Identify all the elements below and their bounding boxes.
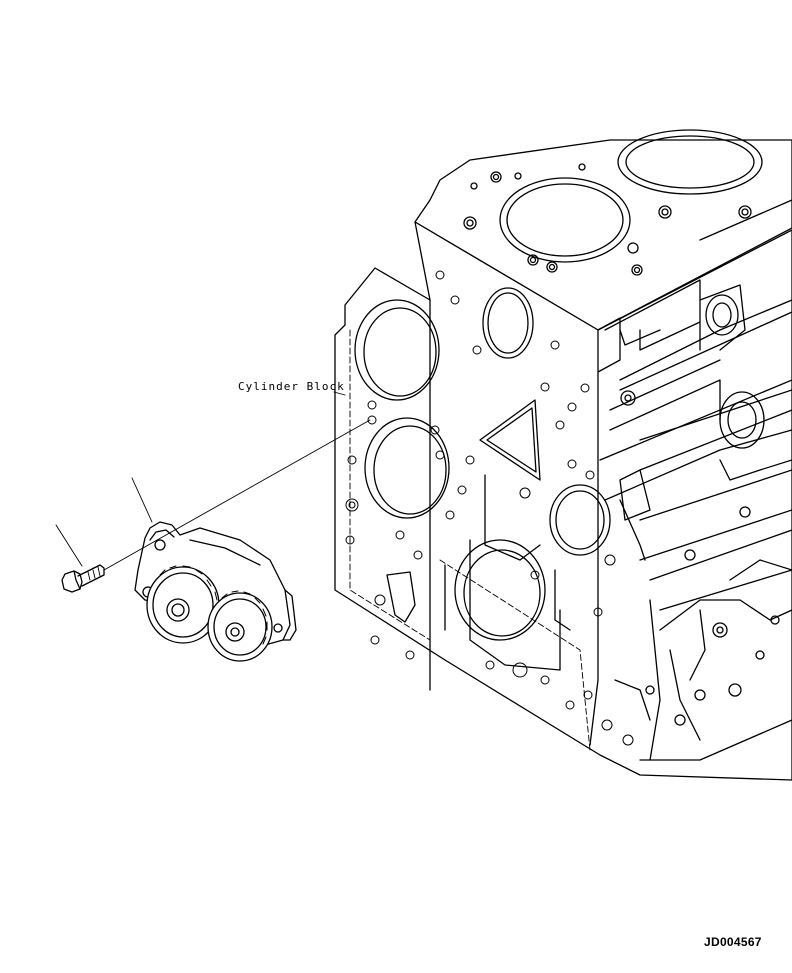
leader-lines [56,392,370,570]
crankshaft-bore [455,540,545,640]
figure-code: JD004567 [704,935,762,949]
cylinder-block-label: Cylinder Block [238,380,345,393]
driven-gear [208,591,272,661]
drive-gear [147,566,219,643]
camshaft-bore-upper [355,300,439,400]
mounting-bolt [62,565,104,592]
camshaft-bore-lower [365,418,449,518]
cylinder-block [335,130,792,780]
oil-pump-gear-housing [135,522,296,661]
